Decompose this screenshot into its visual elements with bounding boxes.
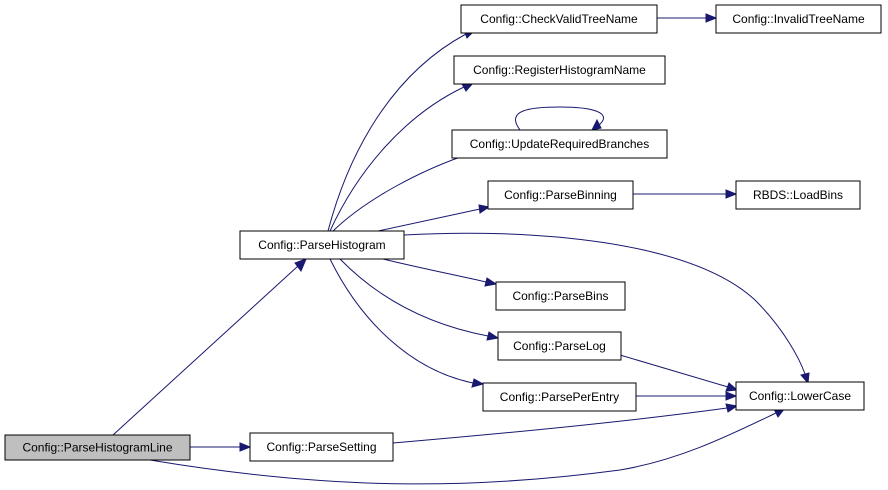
arrow-icon — [591, 118, 602, 131]
arrow-icon — [239, 442, 252, 452]
node-invalid-tree-name[interactable]: Config::InvalidTreeName — [715, 4, 882, 34]
edge-parsehistogram-to-parsebinning — [377, 208, 481, 232]
node-parse-per-entry[interactable]: Config::ParsePerEntry — [482, 382, 637, 412]
arrow-icon — [725, 391, 738, 401]
arrow-icon — [471, 378, 485, 388]
edge-parselog-to-lowercase — [619, 354, 729, 388]
node-parse-histogram[interactable]: Config::ParseHistogram — [239, 230, 405, 260]
node-label: Config::ParseBins — [512, 289, 608, 303]
edge-updaterequiredbranches-self-loop — [515, 106, 605, 131]
edge-parsehistogram-to-checkvalidtreename — [327, 33, 467, 232]
arrow-icon — [478, 204, 491, 214]
node-label: Config::ParseLog — [513, 339, 606, 353]
node-check-valid-tree-name[interactable]: Config::CheckValidTreeName — [460, 4, 658, 34]
node-parse-log[interactable]: Config::ParseLog — [497, 331, 622, 361]
arrow-icon — [705, 13, 718, 23]
node-parse-bins[interactable]: Config::ParseBins — [495, 281, 626, 311]
arrow-icon — [725, 382, 739, 392]
node-label: Config::CheckValidTreeName — [480, 12, 638, 26]
arrow-icon — [800, 372, 810, 385]
node-parse-binning[interactable]: Config::ParseBinning — [487, 180, 634, 210]
arrow-icon — [725, 403, 739, 413]
arrow-icon — [725, 189, 738, 199]
edge-parsesetting-to-lowercase — [392, 407, 728, 444]
node-label: Config::InvalidTreeName — [732, 12, 865, 26]
arrow-icon — [484, 277, 498, 287]
node-label: Config::ParseHistogramLine — [22, 441, 172, 455]
node-register-histogram-name[interactable]: Config::RegisterHistogramName — [453, 55, 666, 85]
edge-parsehistogram-to-registerhistogramname — [329, 86, 465, 232]
node-label: RBDS::LoadBins — [753, 188, 843, 202]
node-label: Config::ParsePerEntry — [500, 390, 619, 404]
edge-parsehistogramline-to-lowercase — [149, 412, 777, 485]
node-label: Config::LowerCase — [749, 389, 851, 403]
edge-parsehistogram-to-parseperentry — [329, 258, 474, 384]
node-label: Config::UpdateRequiredBranches — [470, 137, 649, 151]
node-load-bins[interactable]: RBDS::LoadBins — [735, 180, 861, 210]
arrow-icon — [294, 258, 307, 272]
node-lower-case[interactable]: Config::LowerCase — [735, 381, 865, 411]
edges — [112, 13, 810, 485]
edge-parsehistogram-to-parselog — [339, 258, 489, 337]
node-parse-histogram-line[interactable]: Config::ParseHistogramLine — [4, 434, 191, 461]
node-parse-setting[interactable]: Config::ParseSetting — [249, 432, 394, 462]
node-label: Config::ParseSetting — [266, 440, 376, 454]
node-label: Config::ParseBinning — [504, 188, 617, 202]
node-update-required-branches[interactable]: Config::UpdateRequiredBranches — [451, 129, 668, 159]
arrow-icon — [486, 331, 500, 341]
edge-parsehistogram-to-updaterequiredbranches — [332, 152, 473, 232]
edge-parsehistogram-to-lowercase — [403, 232, 806, 375]
edge-parsehistogramline-to-parsehistogram — [112, 265, 299, 436]
node-label: Config::RegisterHistogramName — [473, 63, 646, 77]
nodes: Config::ParseHistogramLine Config::Parse… — [4, 4, 882, 462]
edge-parsehistogram-to-parsebins — [382, 258, 487, 283]
node-label: Config::ParseHistogram — [258, 238, 385, 252]
